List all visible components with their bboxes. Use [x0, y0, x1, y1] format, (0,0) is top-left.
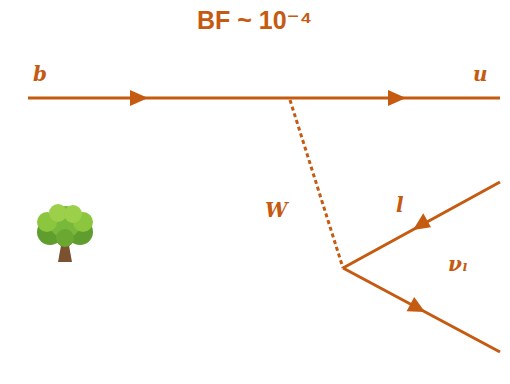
diagram-title: BF ~ 10⁻⁴: [197, 8, 312, 33]
lepton-label: l: [396, 195, 404, 215]
quark-label: u: [473, 64, 488, 84]
tree-icon: [37, 204, 93, 262]
w-boson-line: [290, 100, 343, 268]
neutrino-line: [343, 268, 500, 352]
arrowhead: [130, 90, 148, 106]
quark-line: [28, 97, 500, 100]
boson-label: W: [265, 200, 287, 220]
neutrino-label: νₗ: [448, 254, 468, 274]
lepton-line: [343, 182, 500, 268]
arrowhead: [407, 297, 425, 312]
arrowhead: [388, 90, 406, 106]
quark-label: b: [33, 64, 47, 84]
arrowhead: [413, 213, 431, 230]
